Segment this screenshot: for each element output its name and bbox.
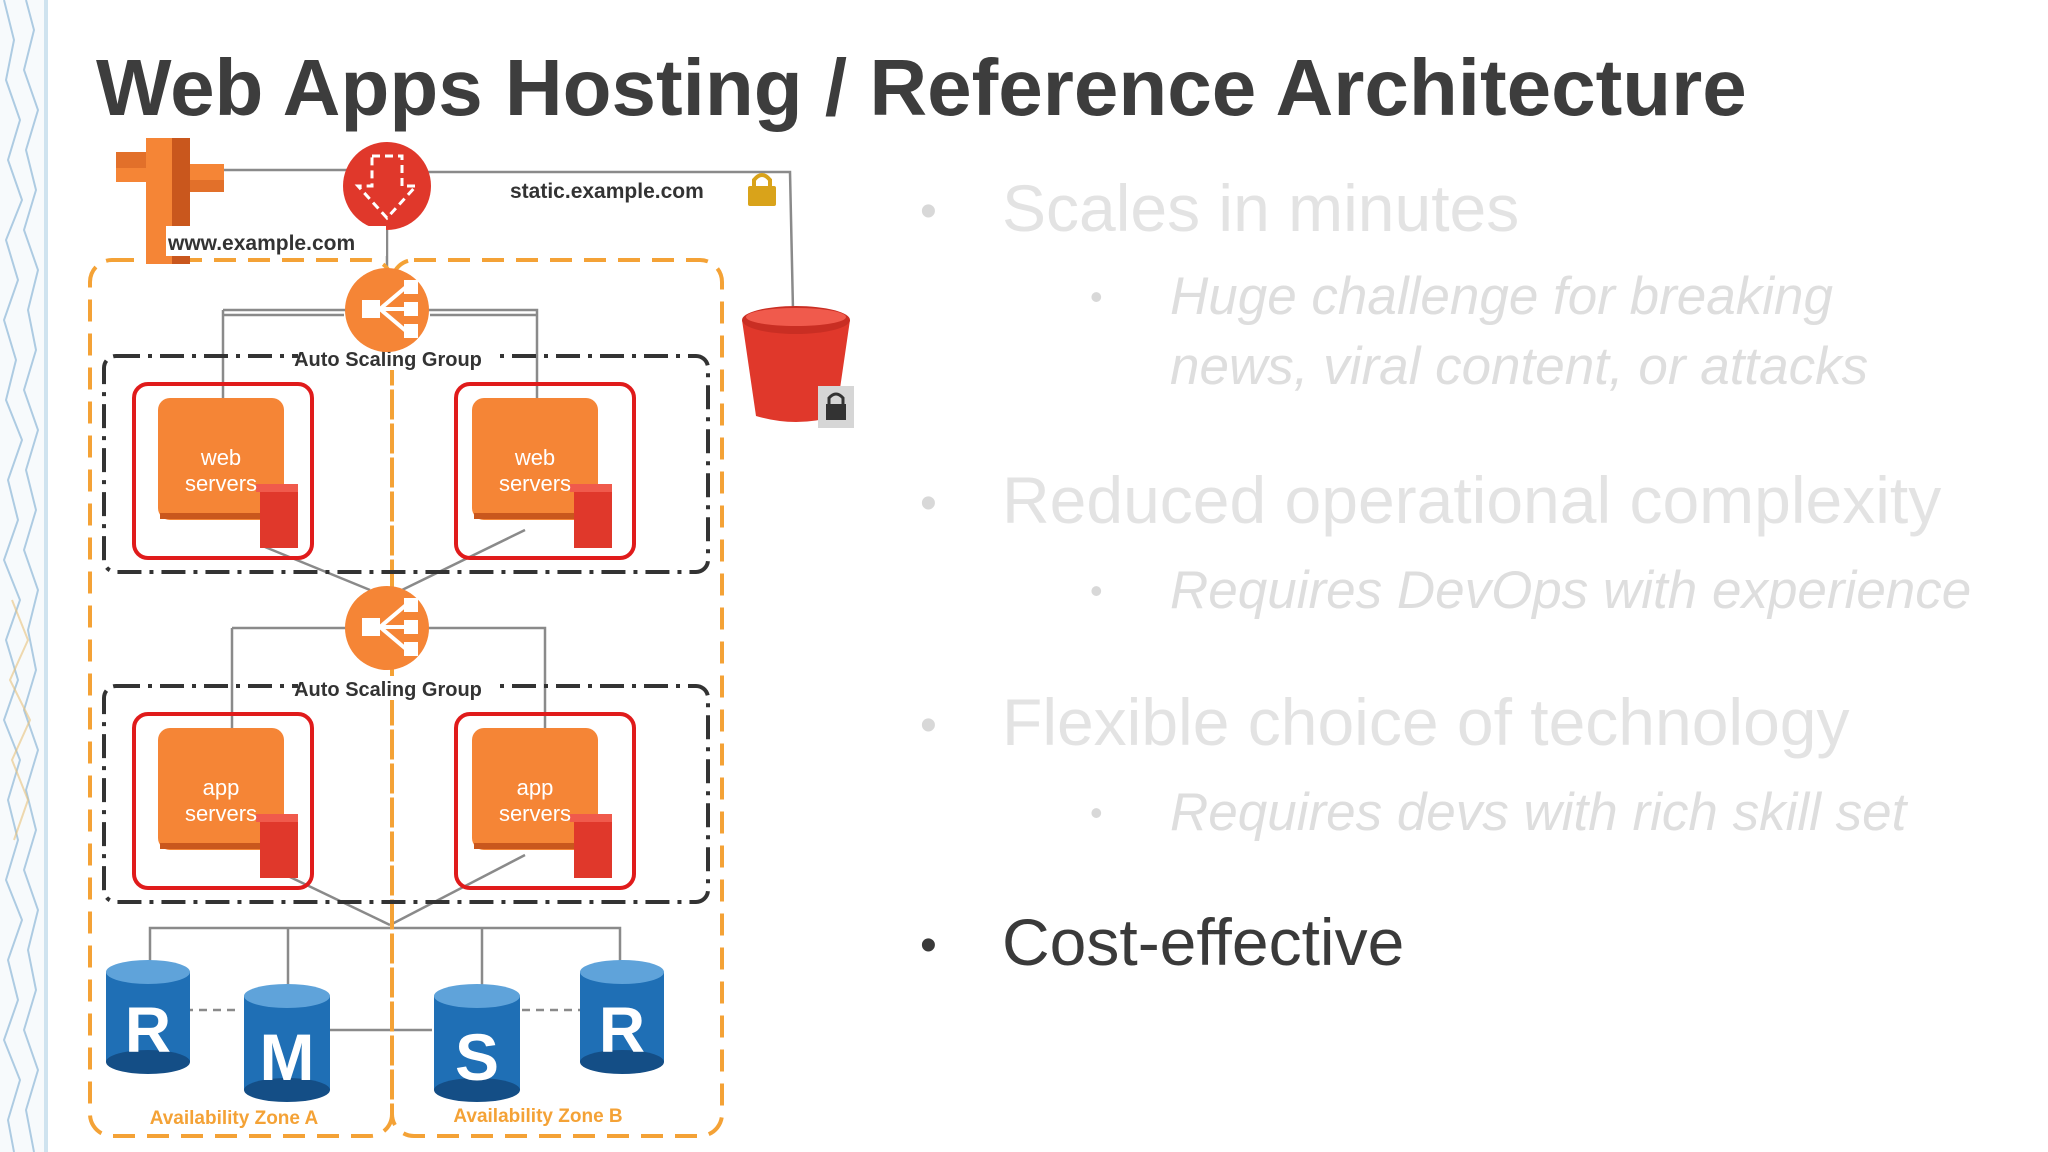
static-domain-label: static.example.com (510, 180, 704, 203)
zone-b-label: Availability Zone B (453, 1106, 622, 1127)
s3-bucket-icon (742, 306, 854, 428)
server-label-line2: servers (499, 471, 571, 496)
auto-scaling-group-web (102, 354, 710, 574)
database-letter: R (599, 994, 645, 1066)
app-server-a: app servers (132, 712, 314, 890)
cloudfront-cdn-icon (343, 142, 431, 230)
decorative-side-pattern (0, 0, 48, 1152)
server-label-line2: servers (499, 801, 571, 826)
sub-bullet-text: Requires devs with rich skill set (1170, 783, 1907, 842)
bullet-text: Flexible choice of technology (1002, 685, 1850, 759)
server-label-line1: app (203, 775, 240, 800)
server-label-line1: web (200, 445, 241, 470)
bullet-text: Reduced operational complexity (1002, 463, 1942, 537)
bullet-dot: • (920, 699, 937, 752)
bullet-dot: • (920, 919, 937, 972)
server-label-line1: app (517, 775, 554, 800)
web-server-b: web servers (454, 382, 636, 560)
database-replica-b: R (580, 960, 664, 1074)
database-replica-a: R (106, 960, 190, 1074)
load-balancer-app-icon (345, 586, 429, 670)
bullet-dot: • (1090, 570, 1103, 611)
asg-label-bg (298, 676, 498, 700)
asg-label-app: Auto Scaling Group (294, 679, 482, 701)
www-domain-label: www.example.com (167, 232, 355, 255)
bullet-text: Cost-effective (1002, 905, 1405, 979)
database-standby: S (434, 984, 520, 1102)
zone-a-label: Availability Zone A (150, 1108, 319, 1129)
bullet-dot: • (1090, 276, 1103, 317)
database-letter: R (125, 994, 171, 1066)
asg-label-web: Auto Scaling Group (294, 349, 482, 371)
sub-bullet-text: news, viral content, or attacks (1170, 337, 1869, 396)
bullet-text: Scales in minutes (1002, 171, 1520, 245)
database-letter: S (455, 1020, 499, 1094)
web-server-a: web servers (132, 382, 314, 560)
bullet-dot: • (1090, 792, 1103, 833)
server-label-line2: servers (185, 801, 257, 826)
auto-scaling-group-app (102, 684, 710, 904)
lock-icon (748, 173, 776, 206)
server-label-line1: web (514, 445, 555, 470)
sub-bullet-text: Huge challenge for breaking (1170, 267, 1833, 326)
load-balancer-web-icon (345, 268, 429, 352)
www-label-bg (166, 226, 386, 256)
slide-title: Web Apps Hosting / Reference Architectur… (96, 43, 1747, 132)
bullet-dot: • (920, 477, 937, 530)
sub-bullet-text: Requires DevOps with experience (1170, 561, 1972, 620)
server-label-line2: servers (185, 471, 257, 496)
bullet-dot: • (920, 185, 937, 238)
database-letter: M (260, 1020, 315, 1094)
database-master: M (244, 984, 330, 1102)
architecture-diagram: Auto Scaling Group Auto Scaling Group st… (88, 138, 854, 1138)
app-server-b: app servers (454, 712, 636, 890)
connector-lines (148, 168, 795, 1032)
